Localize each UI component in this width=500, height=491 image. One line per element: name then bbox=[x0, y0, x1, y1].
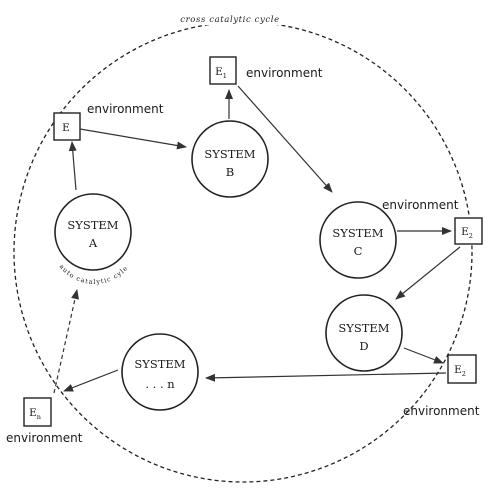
environment-label-e: environment bbox=[87, 102, 164, 116]
arrow-system-a-to-e bbox=[68, 141, 77, 191]
environment-box-e2-lower: E2 bbox=[447, 354, 477, 384]
system-c: SYSTEM C bbox=[319, 201, 397, 279]
arrow-e2-lower-to-system-n bbox=[205, 372, 447, 382]
environment-box-e2-upper: E2 bbox=[454, 217, 483, 245]
environment-box-e2-upper-sub: 2 bbox=[469, 232, 473, 240]
environment-box-e2-lower-letter: E bbox=[454, 364, 462, 376]
system-n-label: SYSTEM bbox=[134, 357, 185, 371]
system-a-letter: A bbox=[88, 236, 98, 250]
environment-box-en-letter: E bbox=[29, 407, 37, 419]
system-d-label: SYSTEM bbox=[338, 321, 389, 335]
arrow-e2-upper-to-system-d bbox=[395, 246, 461, 300]
system-c-letter: C bbox=[354, 244, 363, 258]
environment-box-e2-upper-text: E2 bbox=[461, 226, 473, 240]
system-n-letter: . . . n bbox=[145, 377, 175, 391]
environment-box-e1-sub: 1 bbox=[223, 72, 227, 80]
environment-box-e1: E1 bbox=[209, 56, 237, 85]
environment-box-e1-letter: E bbox=[215, 66, 223, 78]
arrow-e-to-system-b bbox=[79, 128, 187, 150]
cross-catalytic-cycle-label: cross catalytic cycle bbox=[180, 15, 279, 25]
environment-label-e2-lower: environment bbox=[403, 404, 480, 418]
system-n: SYSTEM . . . n bbox=[121, 333, 199, 411]
arrow-e1-to-system-c bbox=[237, 85, 333, 193]
cycle-label-background bbox=[174, 13, 286, 25]
environment-box-en-sub: n bbox=[37, 413, 41, 421]
arrow-system-n-to-en bbox=[63, 369, 119, 392]
arrow-system-d-to-e2-lower bbox=[403, 347, 444, 364]
system-d: SYSTEM D bbox=[325, 294, 403, 372]
environment-box-e1-text: E1 bbox=[215, 66, 227, 80]
environment-label-e2-upper: environment bbox=[382, 198, 459, 212]
system-b-letter: B bbox=[226, 165, 234, 179]
system-b: SYSTEM B bbox=[191, 120, 269, 198]
environment-box-en-text: En bbox=[29, 407, 41, 421]
environment-label-e1: environment bbox=[246, 66, 323, 80]
system-d-letter: D bbox=[359, 339, 368, 353]
environment-box-e: E bbox=[53, 112, 81, 141]
system-a: SYSTEM A bbox=[54, 193, 132, 271]
environment-box-e2-lower-text: E2 bbox=[454, 364, 466, 378]
arrow-en-to-system-a-dashed bbox=[53, 289, 79, 394]
system-b-label: SYSTEM bbox=[204, 147, 255, 161]
system-c-label: SYSTEM bbox=[332, 226, 383, 240]
environment-label-en: environment bbox=[6, 431, 83, 445]
environment-box-e2-upper-letter: E bbox=[461, 226, 469, 238]
system-a-label: SYSTEM bbox=[67, 218, 118, 232]
environment-box-en: En bbox=[23, 397, 52, 427]
environment-box-e2-lower-sub: 2 bbox=[462, 370, 466, 378]
environment-box-e-letter: E bbox=[62, 122, 70, 134]
